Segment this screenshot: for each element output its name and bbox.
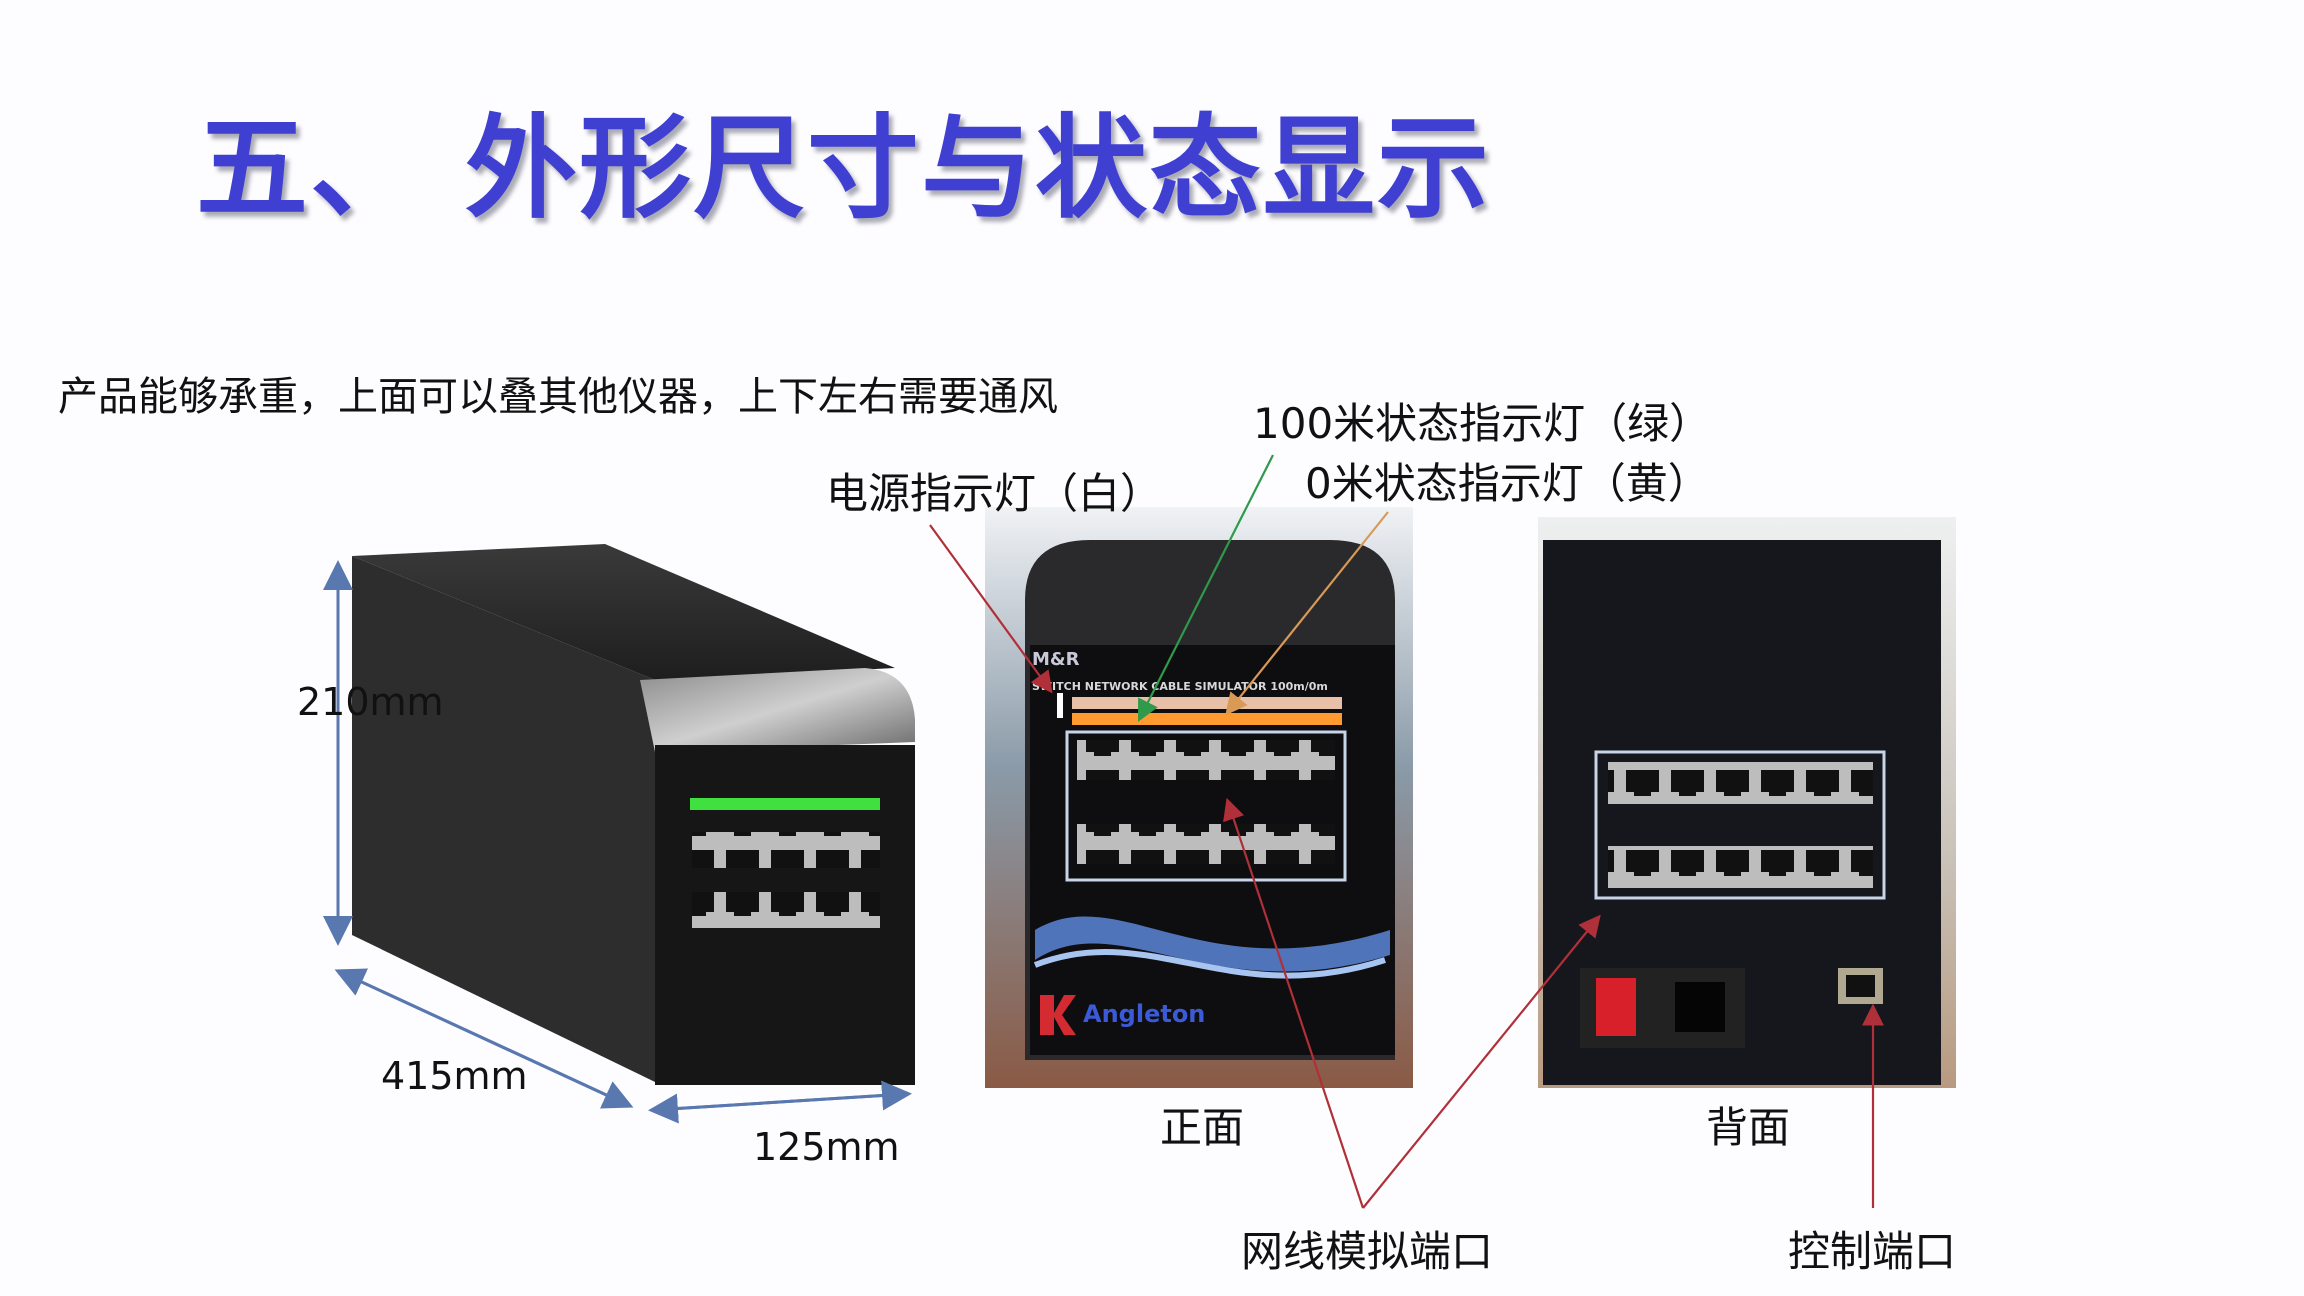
front-brand: M&R	[1032, 649, 1080, 670]
led-orange-0m	[1072, 713, 1342, 725]
dimension-length: 415mm	[381, 1054, 528, 1098]
caption-back: 背面	[1706, 1103, 1791, 1152]
arrow-cable-ports-front	[1223, 797, 1365, 1209]
label-led-0m: 0米状态指示灯（黄）	[1305, 459, 1710, 508]
dimension-lines	[323, 560, 912, 1124]
arrow-cable-ports-back	[1362, 914, 1601, 1209]
power-led-white	[1057, 693, 1063, 718]
slide-title: 五、 外形尺寸与状态显示	[196, 104, 1491, 234]
slide-subtitle: 产品能够承重，上面可以叠其他仪器，上下左右需要通风	[58, 374, 1058, 420]
port-row-model-bottom	[692, 892, 880, 928]
label-control-port: 控制端口	[1788, 1227, 1957, 1276]
arrow-led-100m	[1138, 454, 1274, 722]
power-inlet	[1675, 982, 1725, 1032]
callout-arrows	[929, 454, 1884, 1209]
label-cable-ports: 网线模拟端口	[1241, 1227, 1494, 1276]
dimension-height: 210mm	[297, 680, 444, 724]
front-model-text: SWITCH NETWORK CABLE SIMULATOR 100m/0m	[1032, 680, 1328, 693]
device-3d-model	[352, 544, 915, 1085]
power-switch	[1596, 978, 1636, 1036]
back-photo	[1538, 517, 1956, 1088]
led-bar-model	[690, 798, 880, 810]
label-power-led: 电源指示灯（白）	[826, 469, 1163, 518]
arrow-led-0m	[1225, 511, 1389, 716]
port-highlight-front	[1065, 730, 1347, 882]
front-photo: M&R SWITCH NETWORK CABLE SIMULATOR 100m/…	[985, 507, 1413, 1088]
label-led-100m: 100米状态指示灯（绿）	[1253, 399, 1712, 448]
arrow-power-led	[929, 524, 1053, 694]
angleton-logo-icon	[1040, 995, 1076, 1035]
port-highlight-back	[1594, 750, 1886, 900]
front-logo-text: Angleton	[1083, 1000, 1205, 1028]
port-row-model-top	[692, 832, 880, 868]
caption-front: 正面	[1160, 1103, 1245, 1152]
dimension-width: 125mm	[753, 1125, 900, 1169]
